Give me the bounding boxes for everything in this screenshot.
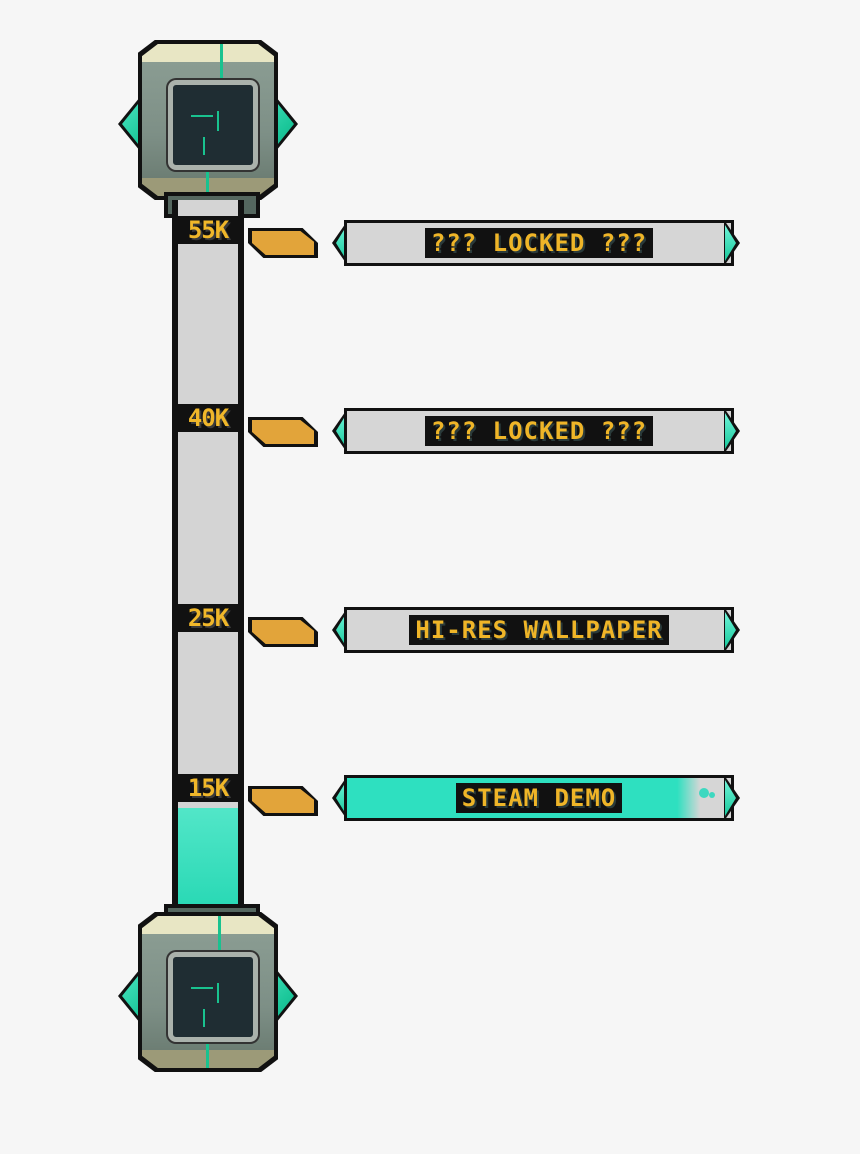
reward-label: ??? LOCKED ??? [424,416,654,446]
top-cap-gem-block-icon [118,40,298,218]
progress-fill [178,808,238,912]
milestone-label-15k: 15K [176,774,240,802]
reward-label: STEAM DEMO [455,783,623,813]
arrow-tab-icon [248,228,318,258]
reward-bar-40k[interactable]: ??? LOCKED ??? [332,408,740,454]
milestone-label-25k: 25K [176,604,240,632]
progress-tube [172,200,244,912]
reward-bar-15k[interactable]: STEAM DEMO [332,775,740,821]
reward-label: HI-RES WALLPAPER [409,615,669,645]
arrow-tab-icon [248,617,318,647]
screen-icon [168,952,258,1042]
splash-dot-icon [709,792,715,798]
reward-bar-25k[interactable]: HI-RES WALLPAPER [332,607,740,653]
bottom-cap-gem-block-icon [118,904,298,1072]
reward-bar-55k[interactable]: ??? LOCKED ??? [332,220,740,266]
milestone-label-40k: 40K [176,404,240,432]
arrow-tab-icon [248,786,318,816]
reward-label: ??? LOCKED ??? [424,228,654,258]
screen-icon [168,80,258,170]
arrow-tab-icon [248,417,318,447]
milestone-label-55k: 55K [176,216,240,244]
progress-track [178,200,238,912]
splash-dot-icon [699,788,709,798]
